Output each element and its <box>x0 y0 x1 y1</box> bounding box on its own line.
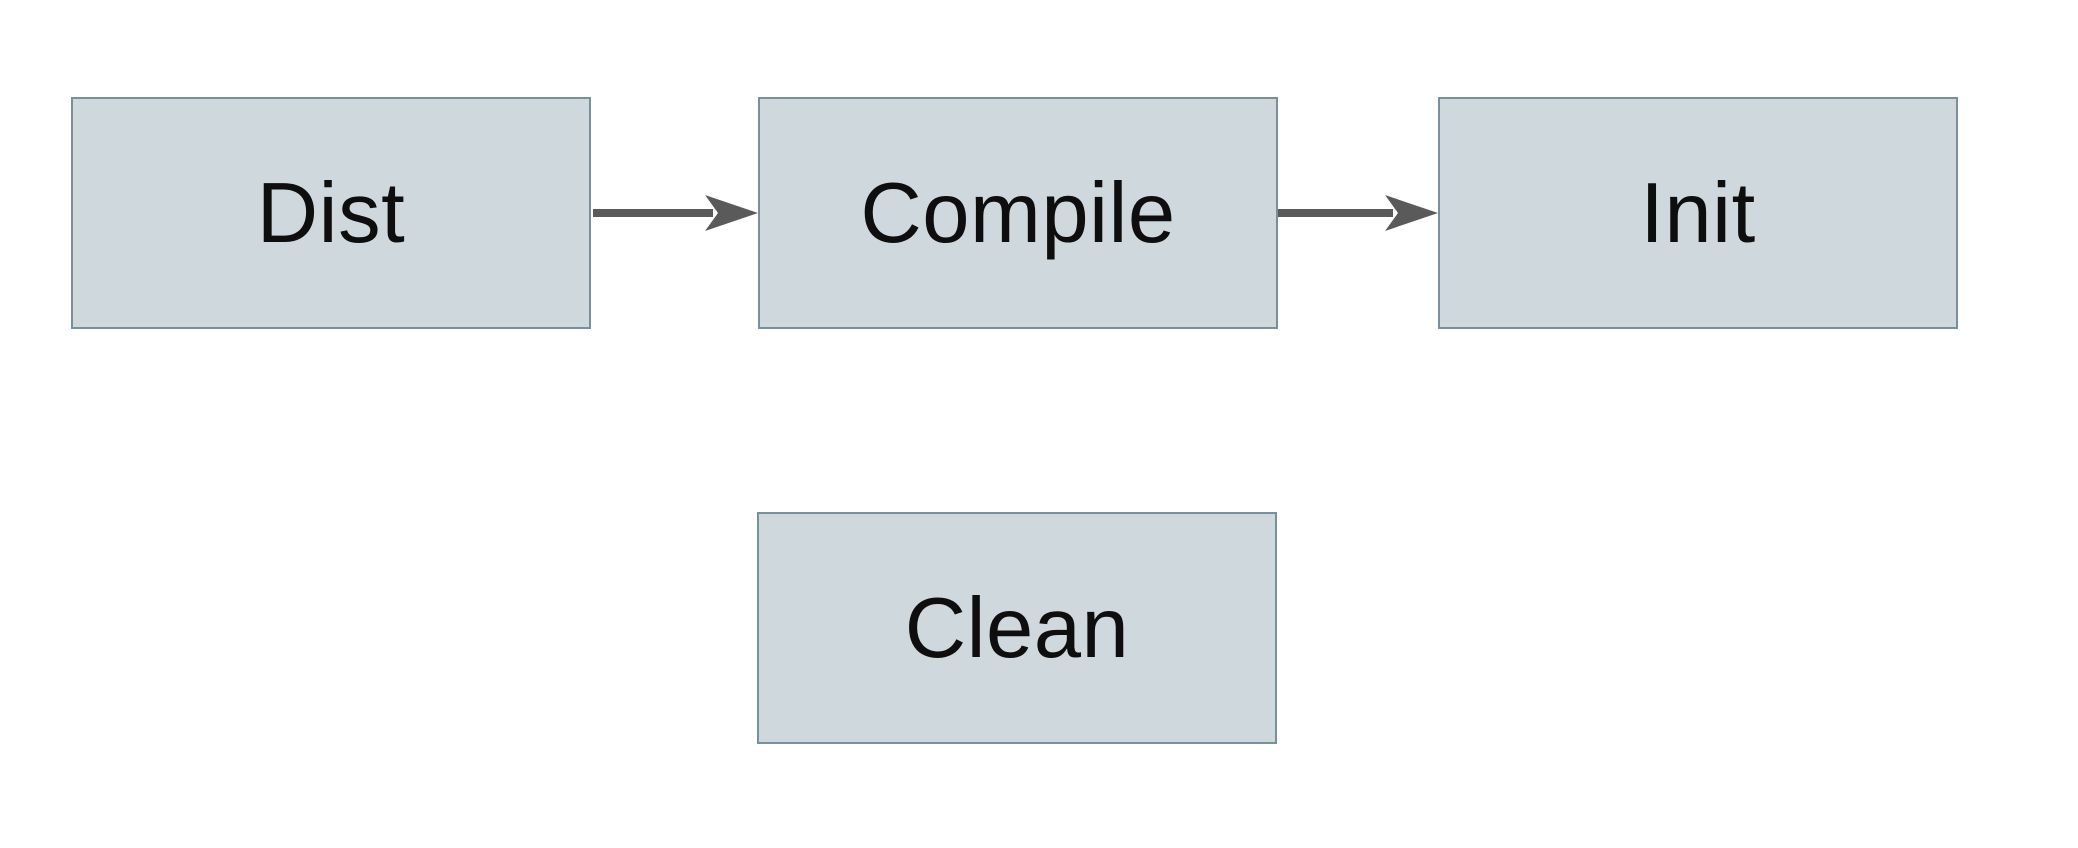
arrow-compile-to-init <box>1278 193 1438 233</box>
node-init: Init <box>1438 97 1958 329</box>
right-arrow-icon <box>1278 195 1438 231</box>
node-clean-label: Clean <box>904 580 1130 676</box>
node-dist: Dist <box>71 97 591 329</box>
arrow-dist-to-compile <box>593 193 758 233</box>
node-dist-label: Dist <box>256 165 406 261</box>
node-init-label: Init <box>1640 165 1756 261</box>
node-compile: Compile <box>758 97 1278 329</box>
node-clean: Clean <box>757 512 1277 744</box>
node-compile-label: Compile <box>860 165 1176 261</box>
right-arrow-icon <box>593 195 758 231</box>
